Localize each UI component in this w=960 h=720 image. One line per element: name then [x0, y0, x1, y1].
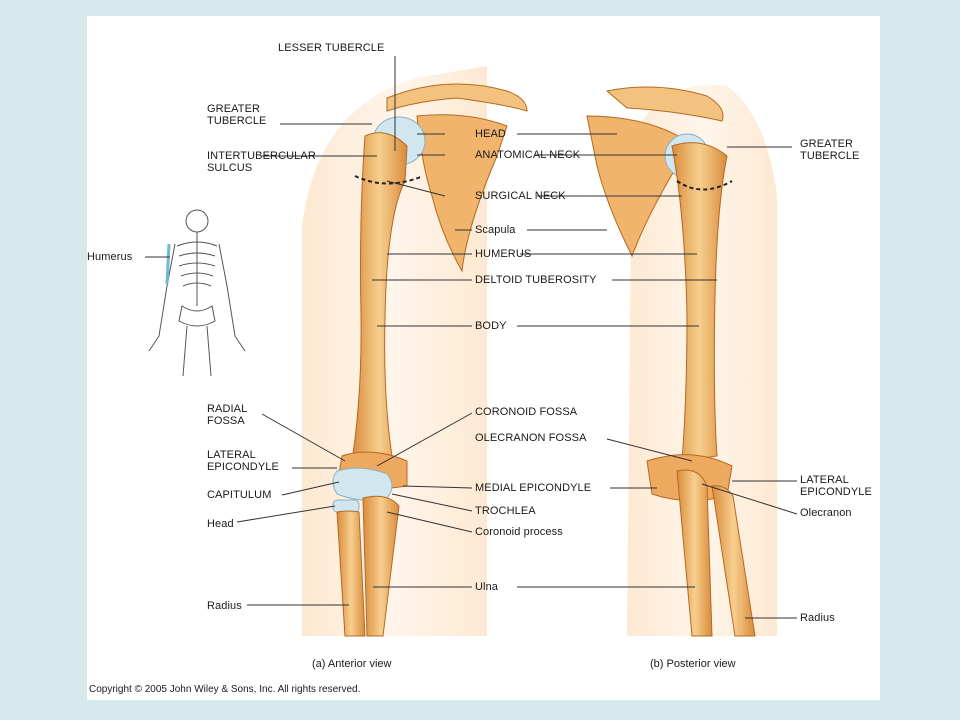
copyright-notice: Copyright © 2005 John Wiley & Sons, Inc.… — [89, 684, 361, 695]
label-medial-epicondyle: MEDIAL EPICONDYLE — [475, 482, 592, 494]
label-ulna: Ulna — [475, 581, 499, 593]
label-deltoid-tuberosity: DELTOID TUBEROSITY — [475, 274, 597, 286]
skeleton-figure — [148, 209, 246, 377]
caption-posterior-view: (b) Posterior view — [650, 658, 736, 670]
label-radius-posterior: Radius — [800, 612, 835, 624]
label-lateral-epicondyle-posterior: LATERAL EPICONDYLE — [800, 474, 872, 498]
label-surgical-neck: SURGICAL NECK — [475, 190, 566, 202]
anterior-view-bones — [332, 83, 528, 637]
label-scapula: Scapula — [475, 224, 516, 236]
label-greater-tubercle-posterior: GREATER TUBERCLE — [800, 138, 860, 162]
label-body: BODY — [475, 320, 507, 332]
label-intertubercular-sulcus: INTERTUBERCULAR SULCUS — [207, 150, 316, 174]
label-lateral-epicondyle-anterior: LATERAL EPICONDYLE — [207, 449, 279, 473]
label-radial-fossa: RADIAL FOSSA — [207, 403, 248, 427]
caption-anterior-view: (a) Anterior view — [312, 658, 392, 670]
label-greater-tubercle-anterior: GREATER TUBERCLE — [207, 103, 267, 127]
label-head: HEAD — [475, 128, 506, 140]
label-olecranon: Olecranon — [800, 507, 852, 519]
label-humerus-figure: Humerus — [87, 251, 133, 263]
label-humerus: HUMERUS — [475, 248, 532, 260]
label-olecranon-fossa: OLECRANON FOSSA — [475, 432, 587, 444]
label-trochlea: TROCHLEA — [475, 505, 536, 517]
label-coronoid-process: Coronoid process — [475, 526, 563, 538]
leader-lines — [145, 56, 798, 619]
label-head-radius: Head — [207, 518, 234, 530]
diagram-slide: LESSER TUBERCLE GREATER TUBERCLE INTERTU… — [87, 16, 880, 700]
humerus-illustration — [145, 56, 798, 637]
posterior-view-bones — [586, 86, 756, 637]
label-coronoid-fossa: CORONOID FOSSA — [475, 406, 578, 418]
label-lesser-tubercle: LESSER TUBERCLE — [278, 42, 385, 54]
label-capitulum: CAPITULUM — [207, 489, 272, 501]
label-radius-anterior: Radius — [207, 600, 242, 612]
label-anatomical-neck: ANATOMICAL NECK — [475, 149, 581, 161]
